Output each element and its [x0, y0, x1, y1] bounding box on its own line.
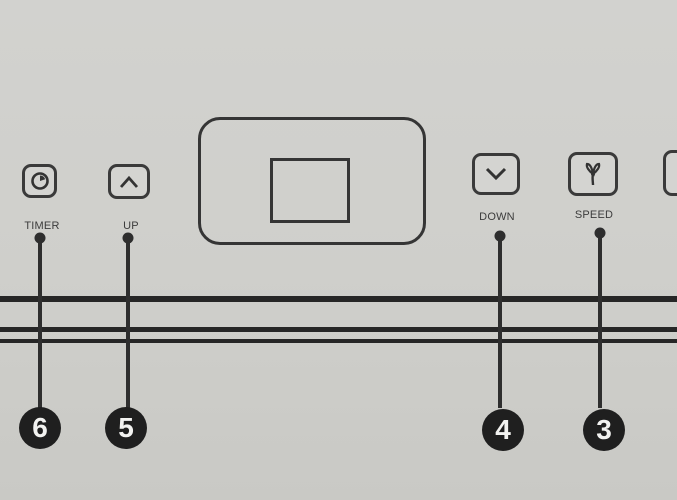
- speed-leader-line: [598, 233, 602, 408]
- speed-button[interactable]: [568, 152, 618, 196]
- up-label: UP: [123, 220, 139, 232]
- callout-3: 3: [583, 409, 625, 451]
- panel-edge-line-middle: [0, 327, 677, 332]
- callout-5: 5: [105, 407, 147, 449]
- callout-6: 6: [19, 407, 61, 449]
- timer-icon: [30, 172, 49, 190]
- callout-4: 4: [482, 409, 524, 451]
- partial-next-button[interactable]: [663, 150, 677, 196]
- up-leader-line: [126, 238, 130, 408]
- timer-label: TIMER: [24, 220, 60, 232]
- display-frame: [198, 117, 426, 245]
- down-leader-line: [498, 236, 502, 408]
- panel-edge-line-top: [0, 296, 677, 302]
- down-arrow-icon: [485, 167, 507, 181]
- up-button[interactable]: [108, 164, 150, 199]
- display-window: [270, 158, 350, 223]
- panel-edge-line-bottom: [0, 339, 677, 343]
- down-button[interactable]: [472, 153, 520, 195]
- up-arrow-icon: [119, 175, 139, 188]
- down-label: DOWN: [479, 211, 515, 223]
- timer-button[interactable]: [22, 164, 57, 198]
- fan-icon: [585, 162, 601, 186]
- timer-leader-line: [38, 238, 42, 408]
- speed-label: SPEED: [574, 209, 614, 221]
